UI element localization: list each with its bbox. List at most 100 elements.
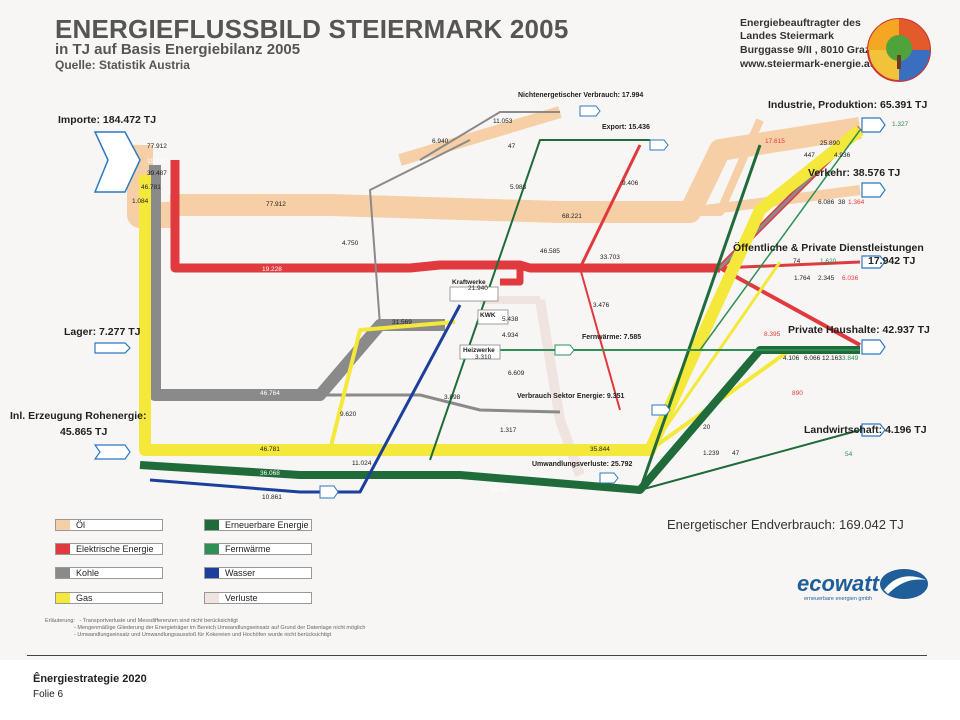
value-s25890: 25.890 — [820, 140, 840, 147]
org-line-3: Burggasse 9/II , 8010 Graz — [740, 44, 871, 56]
box-kwk — [477, 309, 509, 325]
box-heizwerke — [459, 344, 501, 360]
value-oil-mid: 68.221 — [562, 213, 582, 220]
legend-swatch — [205, 520, 219, 530]
value-renew-import: 1.084 — [132, 198, 149, 205]
value-1317: 1.317 — [500, 427, 517, 434]
legend-label: Fernwärme — [225, 544, 271, 554]
label-nichtenergetisch: Nichtenergetischer Verbrauch: 17.994 — [518, 92, 644, 99]
flow-oil-main — [170, 117, 862, 223]
flow-gas-dienst — [648, 261, 782, 451]
legend-item-gas: Gas — [55, 592, 163, 604]
value-s8395: 8.395 — [764, 331, 781, 338]
flow-electric-export — [578, 144, 642, 269]
arrow-haushalte-icon — [861, 339, 886, 355]
legend-item-fernwaerme: Fernwärme — [204, 543, 312, 555]
legend-item-oel: Öl — [55, 519, 163, 531]
arrow-nichtenergetisch-icon — [579, 105, 601, 117]
legend-swatch — [56, 593, 70, 603]
flow-gas-kraftwerke — [328, 320, 456, 451]
value-electric-out: 33.703 — [600, 254, 620, 261]
value-s2345: 2.345 — [818, 275, 835, 282]
legend-swatch — [56, 544, 70, 554]
arrow-lager-icon — [94, 342, 131, 354]
label-lager: Lager: 7.277 TJ — [64, 326, 141, 338]
value-s4936: 4.936 — [834, 152, 851, 159]
label-heizwerke: Heizwerke — [463, 347, 495, 354]
value-s3849: 3.849 — [842, 355, 859, 362]
flow-electric-dienst — [719, 260, 861, 270]
legend-item-erneuerbar: Erneuerbare Energie — [204, 519, 312, 531]
value-gas-mid: 46.781 — [260, 446, 280, 453]
steiermark-logo-icon — [867, 18, 931, 82]
flow-renewable-landwirtschaft — [639, 429, 861, 491]
value-19080: 19.080 — [490, 487, 510, 494]
value-electric-import: 19.228 — [147, 158, 167, 165]
arrow-export-icon — [649, 139, 669, 151]
value-oil-main: 77.912 — [266, 201, 286, 208]
value-s20: 20 — [703, 424, 711, 431]
label-fernwaerme: Fernwärme: 7.585 — [582, 334, 642, 341]
flow-coal-stahl — [369, 139, 471, 326]
flow-renewable-industrie — [638, 144, 762, 491]
arrow-wasser-icon — [319, 485, 339, 499]
label-kwk: KWK — [480, 312, 496, 319]
value-31569: 31.569 — [392, 319, 412, 326]
value-s1620: 1.620 — [820, 258, 837, 265]
value-3476: 3.476 — [593, 302, 610, 309]
flow-electric-haushalte — [719, 266, 861, 347]
arrow-verkehr-icon — [861, 182, 886, 198]
flow-losses — [535, 299, 585, 477]
label-landwirtschaft: Landwirtschaft: 4.196 TJ — [804, 424, 927, 436]
ecowatt-tagline: erneuerbare energien gmbh — [804, 596, 873, 602]
label-erzeugung-2: 45.865 TJ — [60, 426, 108, 438]
value-11053: 11.053 — [493, 118, 513, 125]
value-electric-total: 46.585 — [540, 248, 560, 255]
legend-item-verluste: Verluste — [204, 592, 312, 604]
value-s38: 38 — [838, 199, 846, 206]
value-11024: 11.024 — [352, 460, 372, 467]
value-3898: 3.898 — [444, 394, 461, 401]
label-dienst-1: Öffentliche & Private Dienstleistungen — [733, 242, 924, 254]
value-oil-import: 77.912 — [147, 143, 167, 150]
label-kraftwerke: Kraftwerke — [452, 279, 486, 286]
value-9620: 9.620 — [340, 411, 357, 418]
value-3310: 3.310 — [475, 354, 492, 361]
value-5983: 5.983 — [510, 184, 527, 191]
value-s4106: 4.106 — [783, 355, 800, 362]
legend-label: Öl — [76, 520, 85, 530]
label-umwandlungsverluste: Umwandlungsverluste: 25.792 — [532, 461, 633, 468]
value-4750: 4.750 — [342, 240, 359, 247]
value-s47b: 47 — [732, 450, 740, 457]
legend-item-wasser: Wasser — [204, 567, 312, 579]
arrow-landwirtschaft-icon — [861, 423, 886, 437]
value-4934: 4.934 — [502, 332, 519, 339]
page-subtitle: in TJ auf Basis Energiebilanz 2005 — [55, 41, 301, 58]
value-s1364: 1.364 — [848, 199, 865, 206]
arrow-sektor-icon — [651, 404, 671, 416]
label-importe: Importe: 184.472 TJ — [58, 114, 157, 126]
flow-oil-nonenergetic — [398, 106, 562, 166]
value-s447: 447 — [804, 152, 815, 159]
label-dienst-2: 17.942 TJ — [868, 255, 916, 267]
value-gas-import: 46.781 — [141, 184, 161, 191]
value-gas-out: 35.844 — [590, 446, 610, 453]
label-haushalte: Private Haushalte: 42.937 TJ — [788, 324, 930, 336]
flow-electric-kraftwerke — [500, 268, 524, 286]
value-s54: 54 — [845, 451, 853, 458]
value-s17615: 17.615 — [765, 138, 785, 145]
footer-title: Ênergiestrategie 2020 — [33, 673, 147, 685]
flow-renewable — [139, 346, 860, 494]
value-s12163: 12.163 — [822, 355, 842, 362]
arrow-fernwaerme-icon — [554, 344, 575, 356]
flow-gas — [139, 125, 864, 456]
legend-swatch — [205, 544, 219, 554]
label-industrie: Industrie, Produktion: 65.391 TJ — [768, 99, 928, 111]
source-note: Quelle: Statistik Austria — [55, 58, 190, 72]
arrow-umwandlung-icon — [599, 472, 619, 484]
value-5438: 5.438 — [502, 316, 519, 323]
value-s1764: 1.764 — [794, 275, 811, 282]
legend-item-elektrisch: Elektrische Energie — [55, 543, 163, 555]
org-line-1: Energiebeauftragter des — [740, 17, 861, 29]
ecowatt-logo: ecowatt — [797, 571, 879, 596]
